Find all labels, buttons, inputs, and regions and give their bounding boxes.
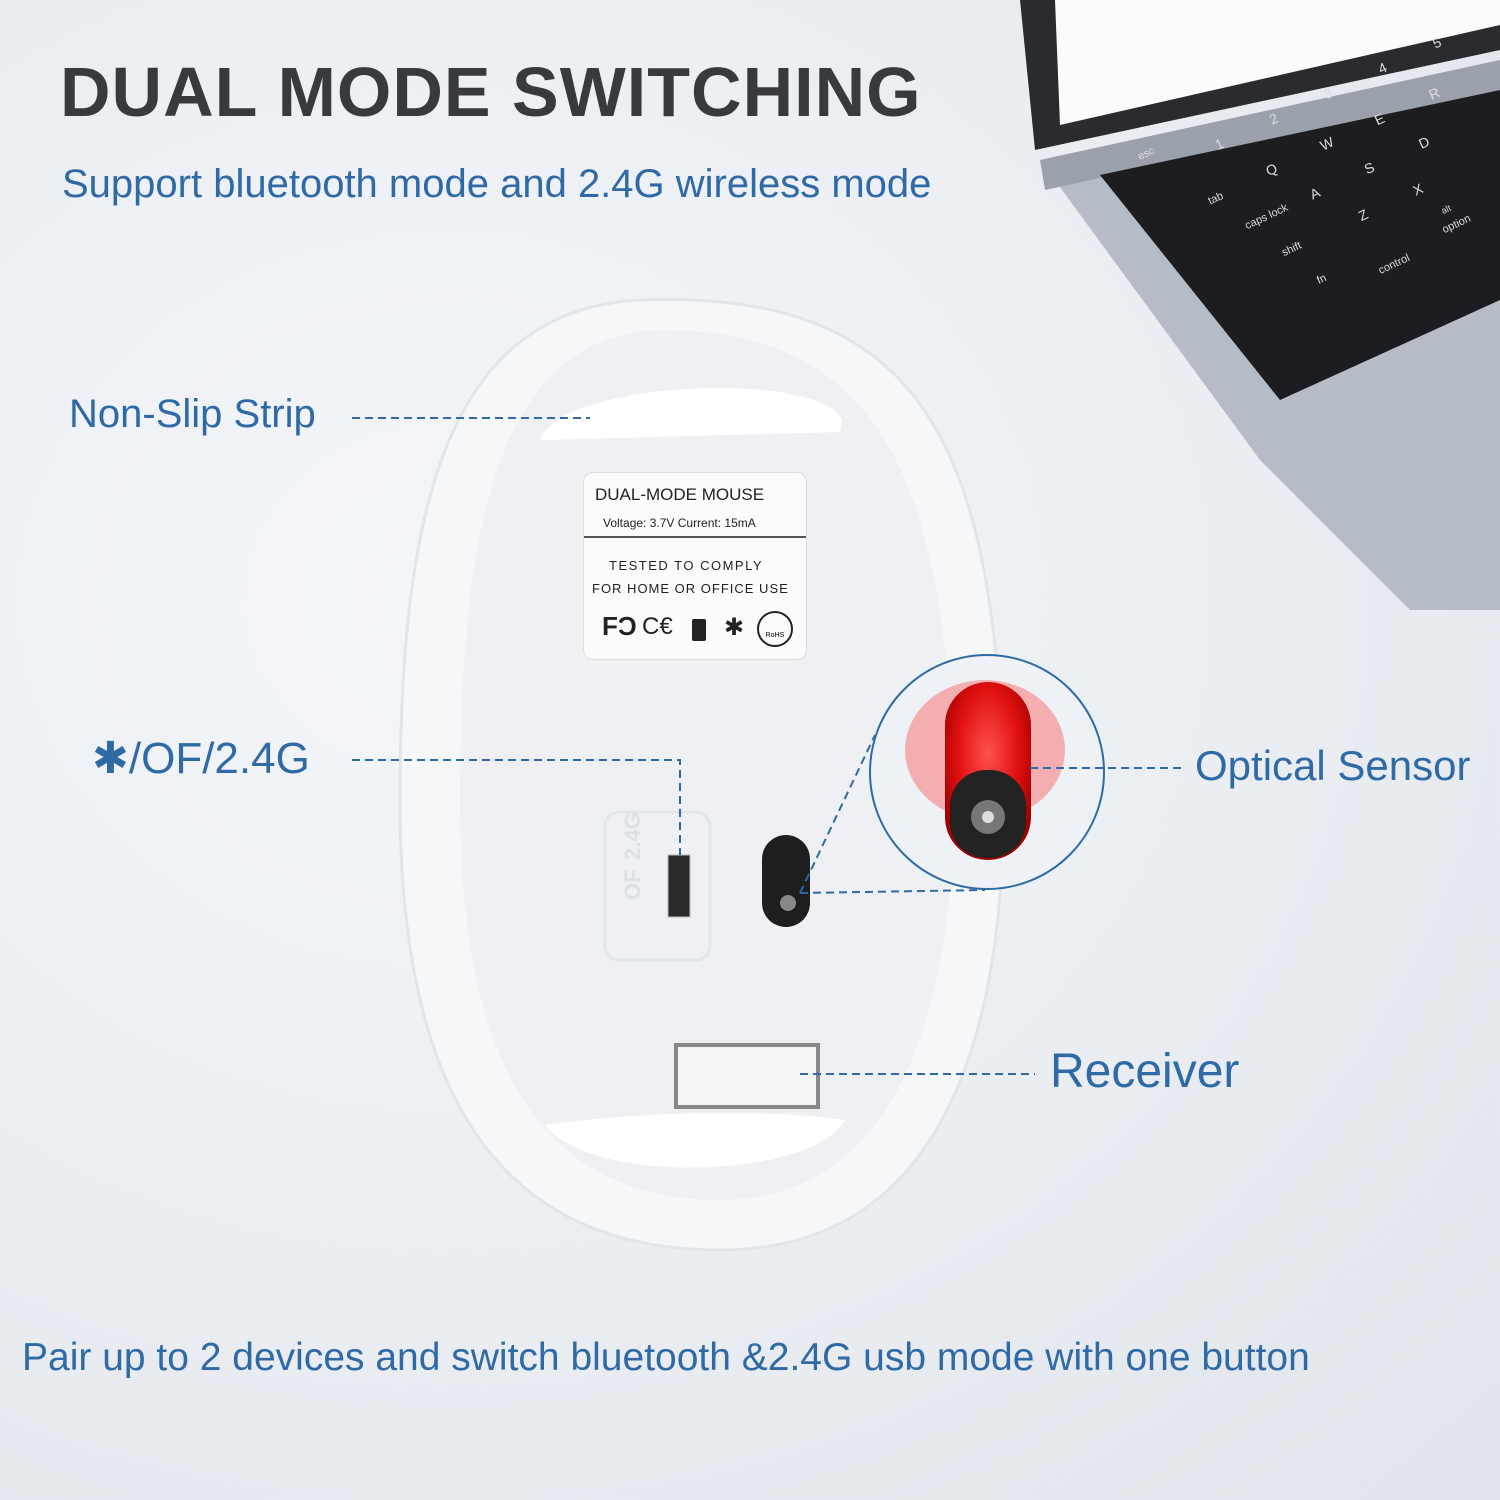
- fcc-icon: FƆ: [602, 611, 637, 641]
- ce-icon: C€: [642, 613, 673, 640]
- label-line1: TESTED TO COMPLY: [609, 558, 764, 573]
- callout-mode-switch-text: /OF/2.4G: [128, 734, 310, 783]
- non-slip-strip-top: [540, 387, 842, 440]
- footer-text: Pair up to 2 devices and switch bluetoot…: [22, 1336, 1310, 1379]
- switch-marking-24g: 2.4G: [620, 812, 645, 860]
- page-subtitle: Support bluetooth mode and 2.4G wireless…: [62, 162, 932, 206]
- bluetooth-icon: ✱: [724, 614, 745, 641]
- receiver-slot: [674, 1043, 820, 1109]
- label-title: DUAL-MODE MOUSE: [595, 485, 765, 504]
- usb-dongle-icon: [692, 619, 706, 641]
- label-line2: FOR HOME OR OFFICE USE: [592, 581, 789, 596]
- leader-lines: [352, 417, 1185, 1075]
- laptop: [1020, 0, 1500, 610]
- rohs-text: RoHS: [765, 632, 785, 639]
- rohs-icon: RoHS: [757, 611, 793, 647]
- sensor-window: [762, 835, 810, 927]
- callout-receiver: Receiver: [1050, 1045, 1240, 1098]
- non-slip-strip-bottom: [545, 1113, 845, 1168]
- product-label: DUAL-MODE MOUSE Voltage: 3.7V Current: 1…: [583, 472, 807, 660]
- switch-marking-of: OF: [620, 869, 645, 900]
- label-specs: Voltage: 3.7V Current: 15mA: [603, 516, 756, 530]
- callout-non-slip-strip: Non-Slip Strip: [69, 392, 316, 436]
- bluetooth-icon: ✱: [92, 734, 129, 783]
- page-title: DUAL MODE SWITCHING: [60, 53, 922, 131]
- mode-switch: [667, 854, 691, 918]
- callout-optical-sensor: Optical Sensor: [1195, 742, 1471, 789]
- callout-mode-switch: ✱/OF/2.4G: [92, 733, 310, 784]
